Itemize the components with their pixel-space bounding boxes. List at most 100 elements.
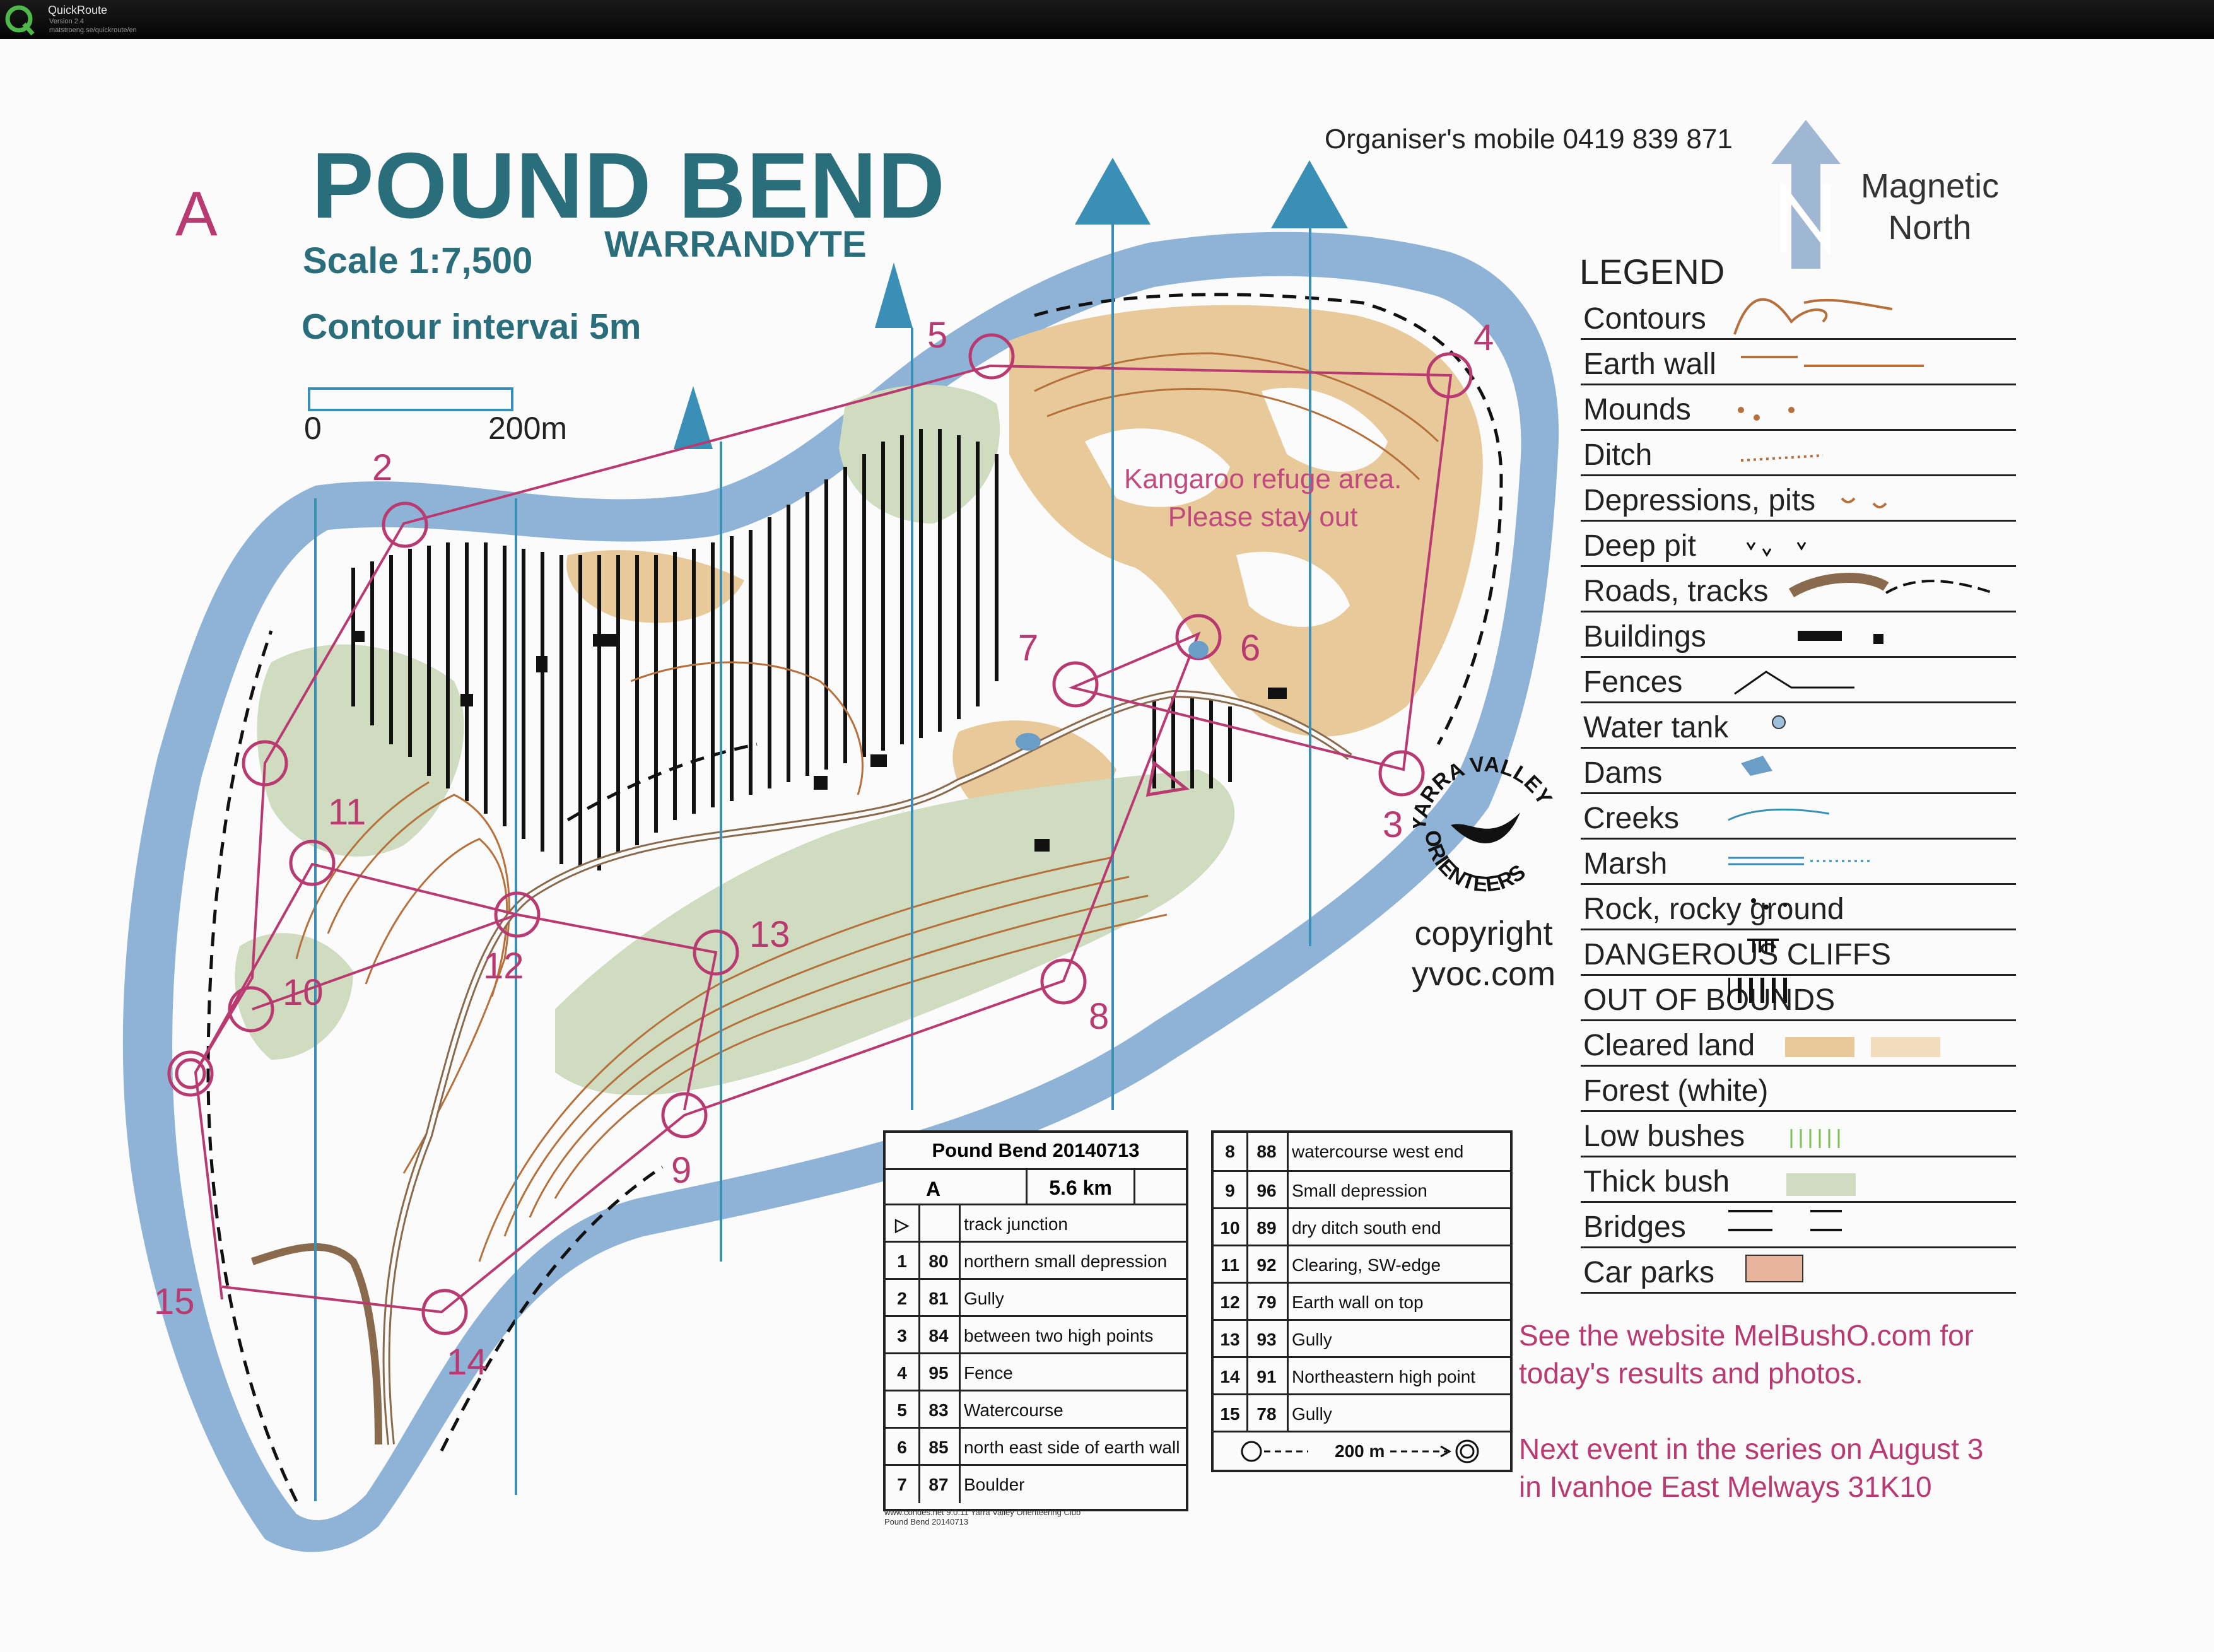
legend-item: Thick bush [1583, 1165, 1730, 1198]
contour-lines [295, 352, 1439, 1262]
legend-item: Water tank [1583, 711, 1729, 744]
map-title: POUND BEND [312, 134, 946, 238]
copyright-line1: copyright [1414, 915, 1553, 952]
north-line1: Magnetic [1861, 167, 2000, 205]
buildings [353, 631, 1287, 852]
description-footer: www.condes.net 9.0.11 Yarra Valley Orien… [884, 1508, 1081, 1526]
legend-item: Cleared land [1583, 1029, 1755, 1062]
course-length: 5.6 km [1026, 1170, 1135, 1205]
start-row: ▷ track junction [886, 1204, 1186, 1243]
thick-bush-2 [257, 644, 464, 857]
course-legs [194, 364, 1453, 1314]
magnetic-north-label: Magnetic North [1861, 165, 1999, 249]
dam [1188, 641, 1209, 659]
refuge-note: Kangaroo refuge area. Please stay out [1124, 460, 1402, 536]
control-number: 9 [671, 1150, 692, 1191]
control-number: 8 [1089, 996, 1110, 1037]
control-number: 10 [283, 972, 324, 1013]
quickroute-logo-icon [5, 5, 35, 36]
start-triangle-icon: ▷ [895, 1215, 909, 1234]
legend-item: Mounds [1583, 393, 1691, 426]
legend-item: Roads, tracks [1583, 575, 1769, 608]
control-number: 7 [1018, 628, 1039, 669]
orienteering-map[interactable] [0, 39, 2214, 1652]
next-event-line2: in Ivanhoe East Melways 31K10 [1519, 1470, 1932, 1503]
legend-item: Forest (white) [1583, 1074, 1769, 1108]
legend-symbols [1728, 298, 1994, 1282]
control-circles [167, 333, 1473, 1335]
control-number: 15 [154, 1281, 195, 1322]
legend-item: Rock, rocky ground [1583, 893, 1844, 926]
legend-item: Depressions, pits [1583, 484, 1816, 517]
contour-interval: Contour intervai 5m [302, 307, 641, 347]
svg-text:YARRA VALLEY: YARRA VALLEY [1413, 752, 1557, 832]
control-number: 11 [328, 792, 366, 833]
control-number: 12 [483, 946, 524, 987]
club-name-top: YARRA VALLEY [1413, 752, 1557, 832]
app-version: Version 2.4 [49, 18, 85, 25]
refuge-line2: Please stay out [1168, 501, 1358, 532]
organiser-phone: Organiser's mobile 0419 839 871 [1325, 124, 1733, 155]
map-subtitle: WARRANDYTE [604, 224, 867, 265]
course-row: A 5.6 km [886, 1168, 1186, 1205]
thick-bush [555, 770, 1235, 1096]
course-letter-cell: A [926, 1178, 941, 1200]
next-event-line1: Next event in the series on August 3 [1519, 1432, 1984, 1465]
website-line2: today's results and photos. [1519, 1357, 1863, 1390]
legend-item: Earth wall [1583, 348, 1716, 381]
legend-item: Car parks [1583, 1256, 1715, 1289]
north-line2: North [1888, 209, 1972, 247]
scale-bar-start: 0 [304, 411, 322, 446]
north-arrows [674, 158, 1348, 449]
legend-item: Marsh [1583, 847, 1668, 881]
thick-bush-3 [235, 933, 353, 1060]
control-number: 3 [1383, 804, 1403, 845]
legend-item: Creeks [1583, 802, 1680, 835]
yarra-valley-orienteers-logo: YARRA VALLEY ORIENTEERS [1413, 752, 1557, 896]
start-triangle [1145, 760, 1190, 797]
legend-item: Low bushes [1583, 1120, 1745, 1153]
legend-item: Ditch [1583, 438, 1653, 472]
bird-icon [1451, 812, 1520, 843]
legend-title: LEGEND [1579, 252, 1725, 291]
control-number: 4 [1473, 317, 1494, 358]
map-scale: Scale 1:7,500 [303, 240, 533, 281]
control-number: 5 [927, 315, 948, 356]
website-line1: See the website MelBushO.com for [1519, 1319, 1974, 1352]
scale-bar [308, 387, 513, 411]
control-number: 6 [1240, 628, 1261, 669]
legend-item: Bridges [1583, 1210, 1686, 1244]
legend-item: DANGEROUS CLIFFS [1583, 938, 1892, 971]
copyright-line2: yvoc.com [1412, 955, 1556, 993]
cleared-land [1009, 305, 1483, 737]
app-url: matstroeng.se/quickroute/en [49, 26, 137, 34]
legend-item: OUT OF BOUNDS [1583, 983, 1836, 1017]
finish-row: 200 m [1214, 1431, 1510, 1470]
course-letter: A [175, 179, 218, 249]
dam [1016, 733, 1041, 751]
legend-item: Dams [1583, 756, 1663, 790]
legend-item: Deep pit [1583, 529, 1696, 563]
start-description: track junction [964, 1214, 1068, 1234]
control-number: 13 [749, 914, 790, 955]
description-title: Pound Bend 20140713 [932, 1139, 1140, 1161]
footer-line2: Pound Bend 20140713 [884, 1517, 969, 1526]
legend-item: Buildings [1583, 620, 1706, 653]
control-number: 2 [372, 447, 393, 488]
app-titlebar: QuickRoute Version 2.4 matstroeng.se/qui… [0, 0, 2214, 39]
legend-item: Fences [1583, 665, 1683, 699]
paths [206, 293, 1503, 1503]
